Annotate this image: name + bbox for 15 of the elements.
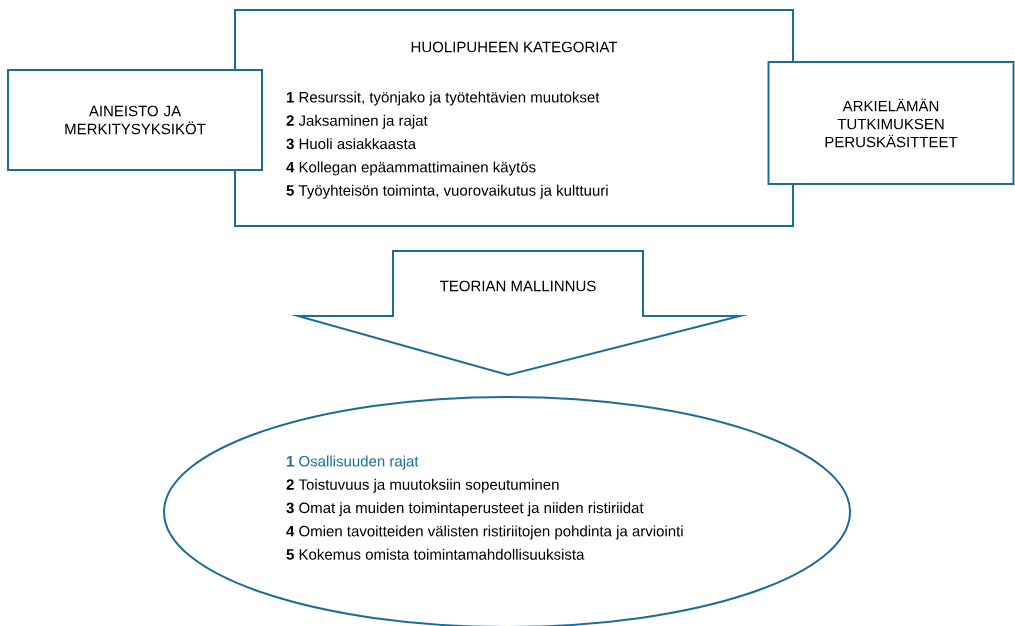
- list-item: 5 Kokemus omista toimintamahdollisuuksista: [286, 548, 585, 560]
- box-heading: HUOLIPUHEEN KATEGORIAT: [411, 41, 618, 53]
- block-arrow: [290, 250, 748, 377]
- list-item: 1 Resurssit, työnjako ja työtehtävien muutokset: [286, 91, 600, 106]
- list-item: 5 Työyhteisön toiminta, vuorovaikutus ja kulttuuri: [286, 184, 608, 199]
- list-item: 2 Toistuvuus ja muutoksiin sopeutuminen: [286, 478, 559, 493]
- list-item: 3 Omat ja muiden toimintaperusteet ja niiden ristiriidat: [286, 502, 644, 517]
- list-item: 2 Jaksaminen ja rajat: [286, 114, 428, 129]
- list-item: 4 Kollegan epäammattimainen käytös: [286, 161, 536, 176]
- list-item: 4 Omien tavoitteiden välisten ristiriitojen pohdinta ja arviointi: [286, 525, 683, 540]
- text-box: ARKIELÄMÄN TUTKIMUKSEN PERUSKÄSITTEET: [767, 61, 1015, 185]
- arrow-label: TEORIAN MALLINNUS: [440, 280, 596, 292]
- text-box: AINEISTO JA MERKITYSYKSIKÖT: [7, 69, 263, 171]
- list-item: 3 Huoli asiakkaasta: [286, 138, 417, 150]
- list-item: 1 Osallisuuden rajat: [286, 455, 419, 470]
